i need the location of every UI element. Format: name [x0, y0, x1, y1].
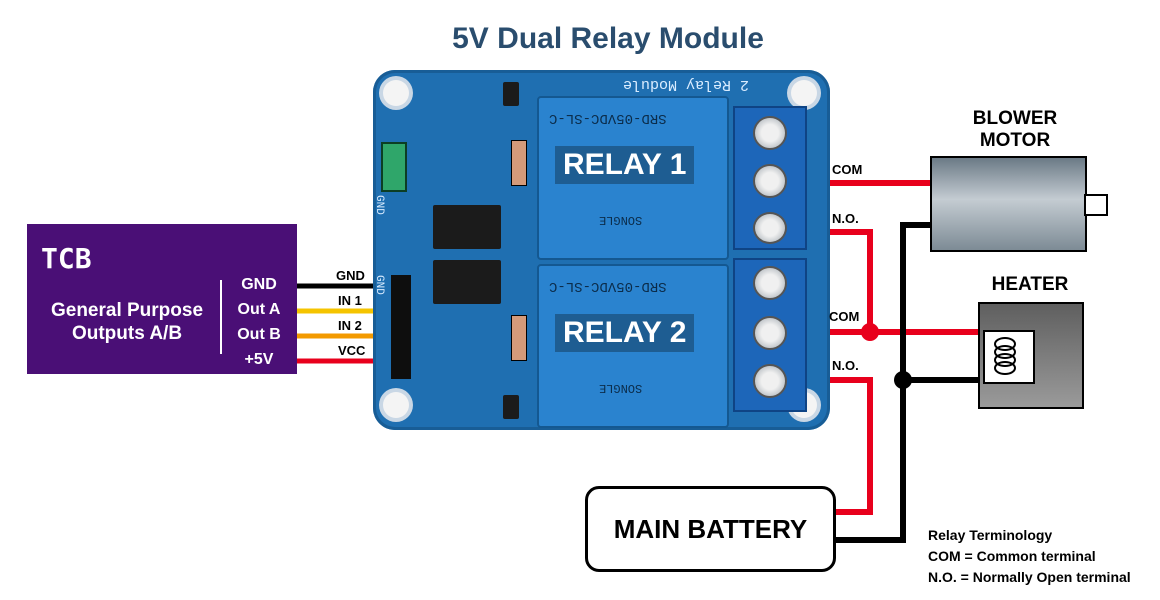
screw-no1 [753, 212, 787, 244]
mount-hole [791, 80, 817, 106]
junction-red [861, 323, 879, 341]
terminology-com: COM = Common terminal [928, 548, 1096, 564]
tcb-output-b: Out B [237, 326, 281, 343]
diagram-title: 5V Dual Relay Module [452, 22, 764, 55]
terminal-block-1 [733, 106, 807, 250]
tcb-box: TCB General Purpose Outputs A/B GND Out … [27, 224, 297, 374]
relay-2-brand: SONGLE [599, 381, 643, 395]
screw-nc2 [753, 266, 787, 300]
motor-shaft [1084, 194, 1108, 216]
coil-icon [994, 337, 1016, 375]
terminology-legend: Relay Terminology COM = Common terminal … [928, 525, 1131, 588]
pin-gnd: GND [373, 275, 385, 295]
blower-motor-label: BLOWER MOTOR [950, 108, 1080, 152]
tcb-output-5v: +5V [244, 351, 274, 368]
junction-black [894, 371, 912, 389]
main-battery: MAIN BATTERY [585, 486, 836, 572]
relay-board: 2 Relay Module GND GND SRD-05VDC-SL-C RE… [373, 70, 830, 430]
label-gnd: GND [336, 268, 365, 283]
label-r2-no: N.O. [832, 358, 859, 373]
terminal-block-2 [733, 258, 807, 412]
mount-hole [383, 392, 409, 418]
label-r1-com: COM [832, 162, 863, 177]
label-vcc: VCC [338, 343, 366, 358]
blower-motor [930, 156, 1087, 252]
tcb-description-line1: General Purpose [50, 300, 204, 321]
optocoupler-2 [433, 260, 501, 304]
relay-2: SRD-05VDC-SL-C RELAY 2 SONGLE [537, 264, 729, 428]
tcb-output-a: Out A [237, 301, 281, 318]
relay-1: SRD-05VDC-SL-C RELAY 1 SONGLE [537, 96, 729, 260]
tcb-description: General Purpose Outputs A/B [27, 299, 227, 345]
mount-hole [383, 80, 409, 106]
relay-1-label: RELAY 1 [555, 146, 695, 184]
screw-no2 [753, 364, 787, 398]
label-r1-no: N.O. [832, 211, 859, 226]
jumper [381, 142, 407, 192]
tcb-name: TCB [41, 242, 92, 275]
screw-com2 [753, 316, 787, 350]
wire-r2-no [805, 377, 873, 515]
label-r2-com: COM [829, 309, 860, 324]
relay-2-spec: SRD-05VDC-SL-C [549, 278, 667, 294]
pin-header [391, 275, 411, 379]
relay-1-spec: SRD-05VDC-SL-C [549, 110, 667, 126]
tcb-output-gnd: GND [241, 276, 277, 293]
relay-2-label: RELAY 2 [555, 314, 695, 352]
tcb-description-line2: Outputs A/B [71, 323, 183, 344]
screw-com1 [753, 164, 787, 198]
relay-1-brand: SONGLE [599, 213, 643, 227]
jumper-label: GND [373, 195, 385, 215]
transistor-q1 [503, 82, 519, 106]
blower-motor-label-line1: BLOWER [972, 108, 1058, 129]
screw-nc1 [753, 116, 787, 150]
label-in1: IN 1 [338, 293, 362, 308]
transistor-q2 [503, 395, 519, 419]
tcb-separator [220, 280, 222, 354]
terminology-heading: Relay Terminology [928, 527, 1053, 543]
heater-coil [983, 330, 1035, 384]
diode-d1 [511, 140, 527, 186]
diode-d2 [511, 315, 527, 361]
heater-label: HEATER [991, 274, 1069, 295]
optocoupler-1 [433, 205, 501, 249]
blower-motor-label-line2: MOTOR [979, 130, 1051, 151]
terminology-no: N.O. = Normally Open terminal [928, 569, 1131, 585]
board-title: 2 Relay Module [623, 76, 750, 93]
label-in2: IN 2 [338, 318, 362, 333]
